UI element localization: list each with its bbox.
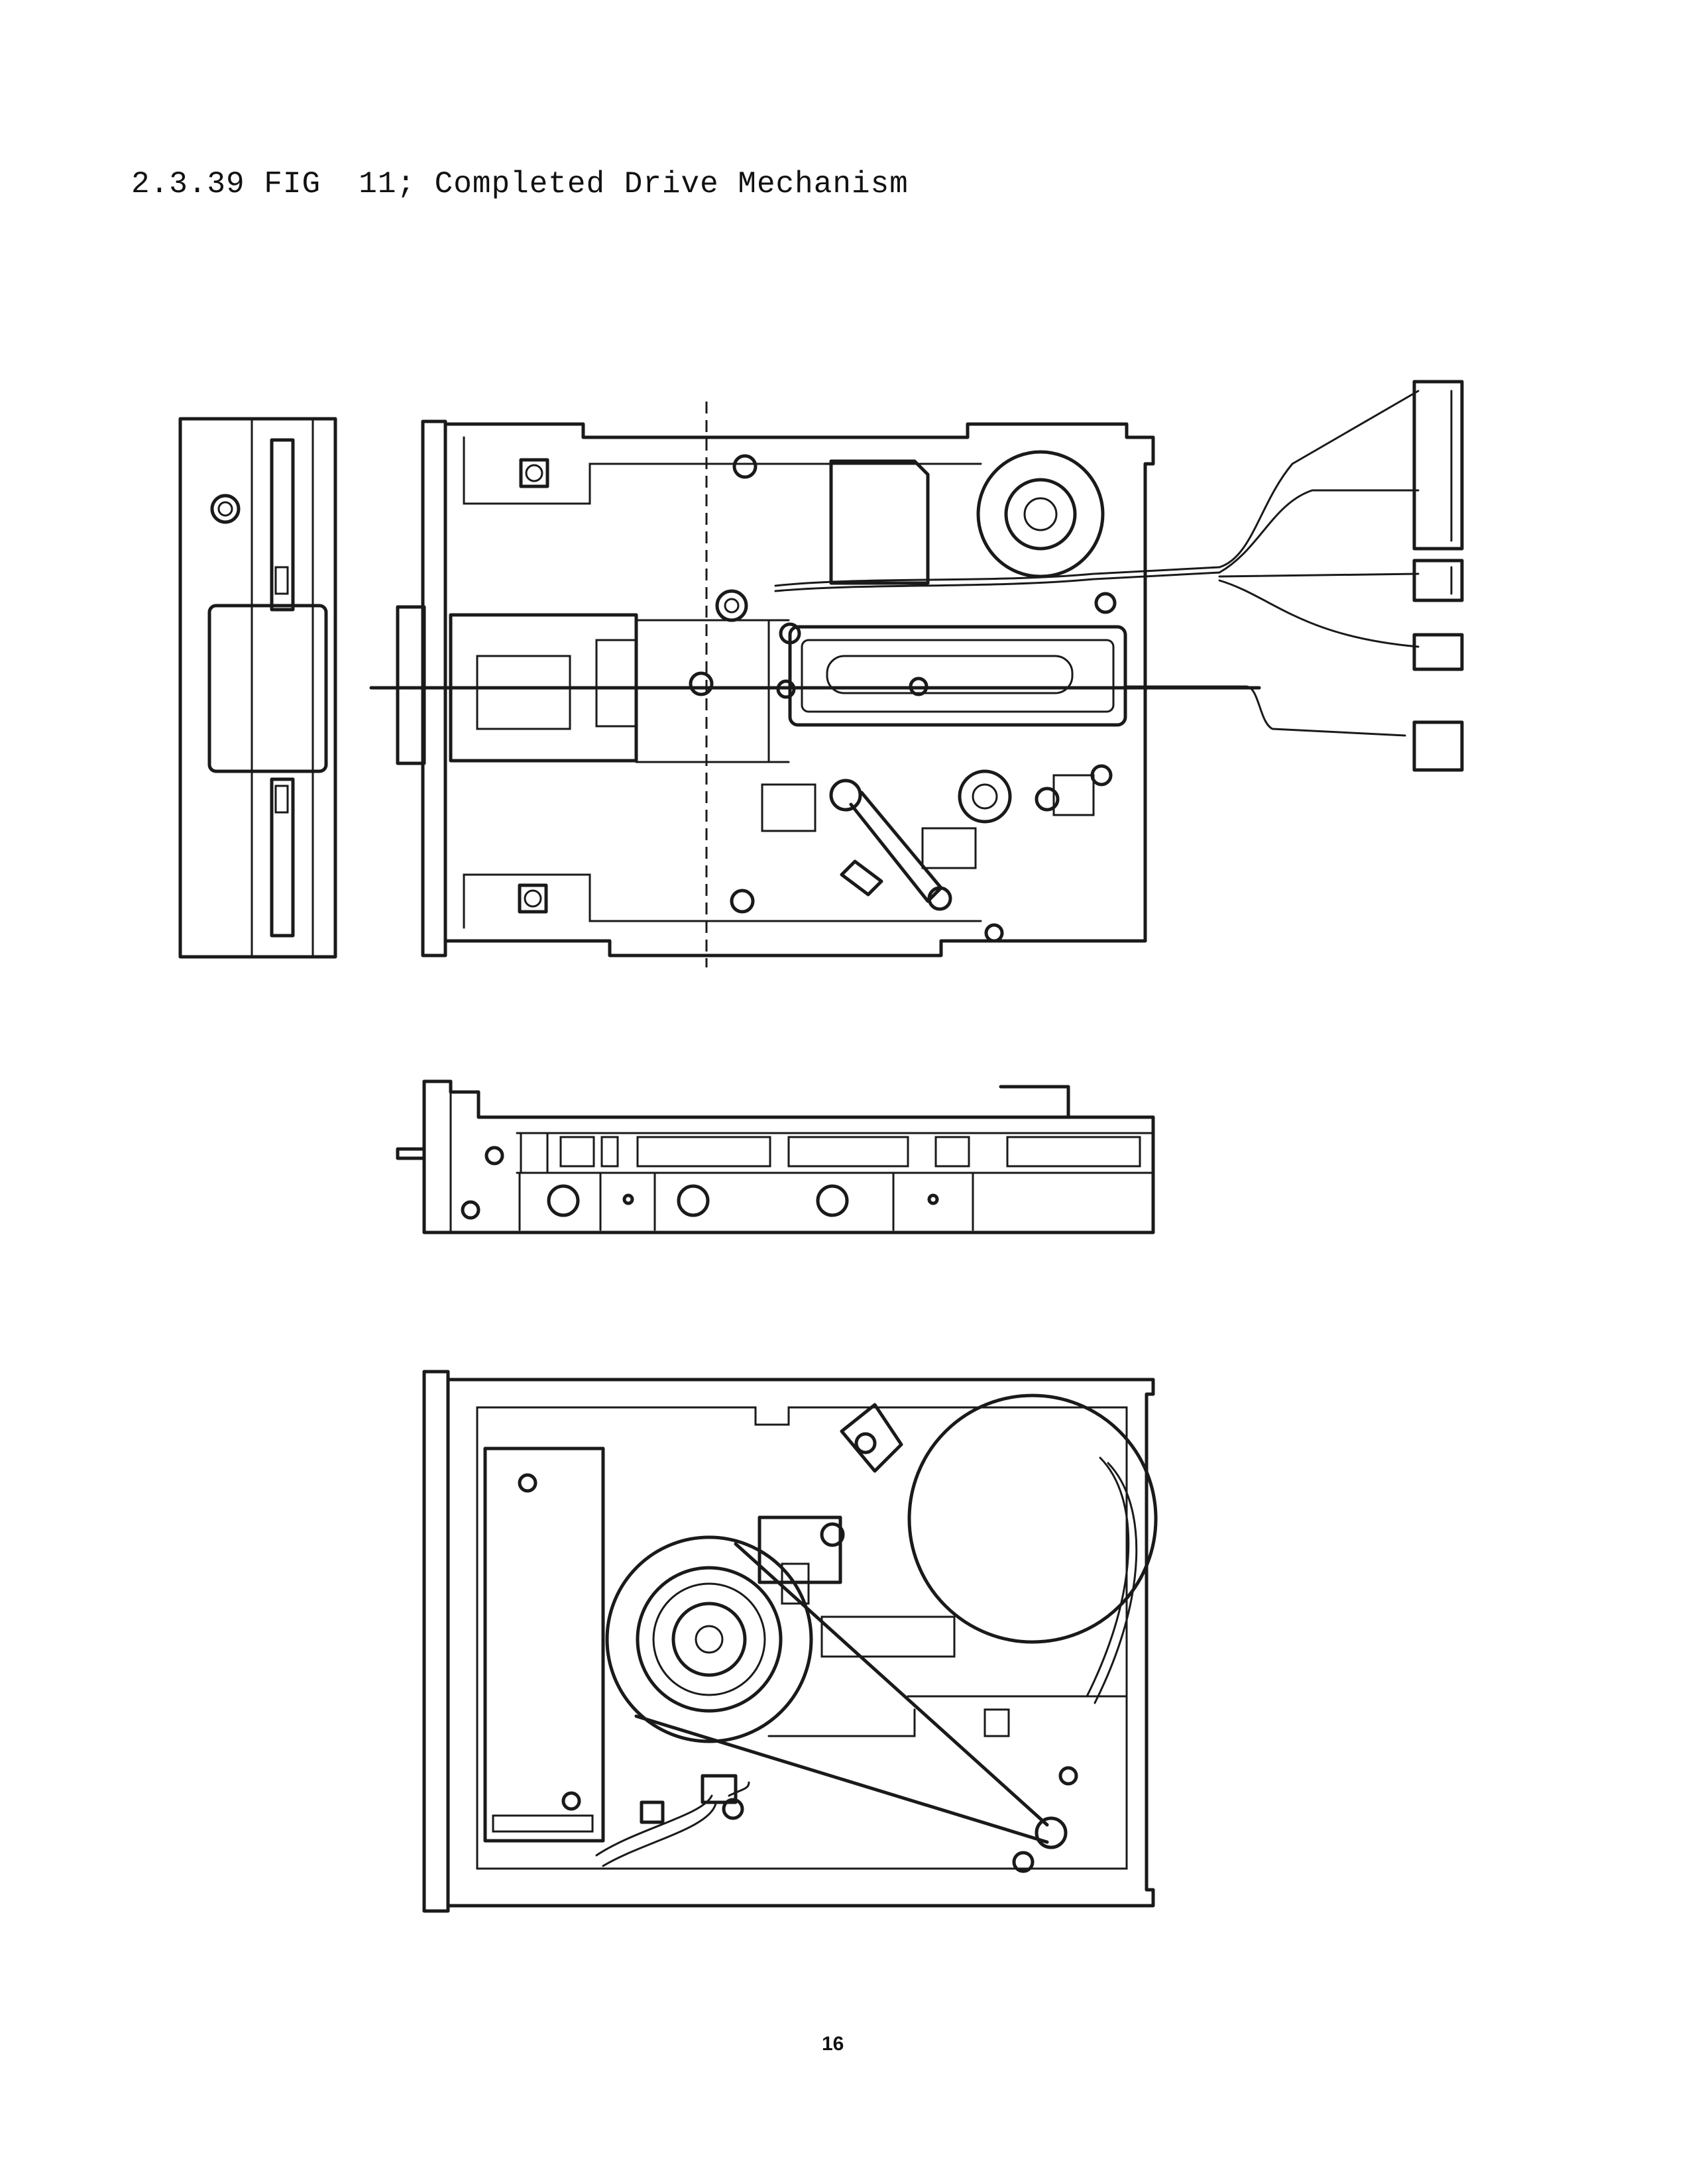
screw-icon	[518, 454, 1117, 943]
front-panel-view	[178, 417, 337, 959]
screw-icon	[461, 1146, 939, 1220]
spindle-motor-icon	[840, 1393, 1158, 1644]
connector-icon	[640, 1774, 738, 1824]
spindle-motor-icon	[976, 450, 1105, 578]
side-view	[396, 1079, 1155, 1234]
top-view	[369, 380, 1464, 967]
connector-icon	[1412, 380, 1464, 772]
figure-caption: 2.3.39 FIG 11; Completed Drive Mechanism	[131, 167, 909, 201]
drive-pulley-icon	[605, 1535, 813, 1743]
circuit-board-icon	[483, 1447, 605, 1843]
screw-icon	[722, 1766, 1078, 1873]
page-number: 16	[822, 2033, 844, 2055]
stepper-motor-icon	[829, 769, 1012, 824]
led-indicator-icon	[210, 494, 241, 524]
bottom-view	[422, 1370, 1158, 1913]
